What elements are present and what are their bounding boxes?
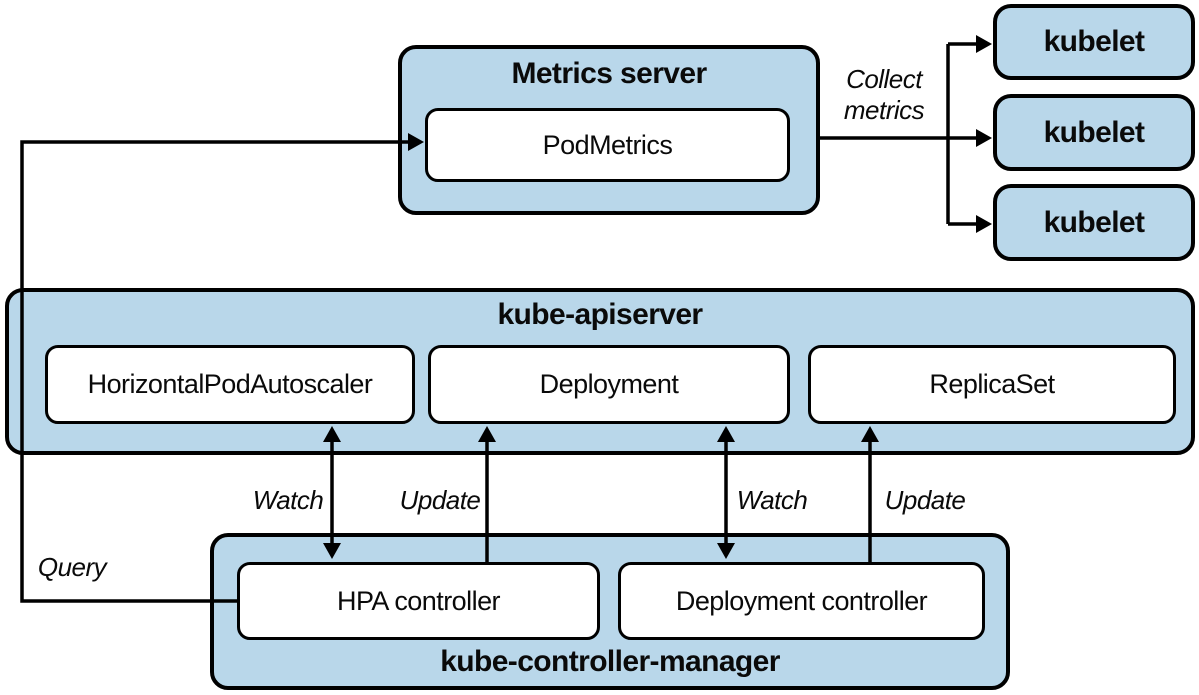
kubelet-node-1: kubelet bbox=[993, 4, 1195, 80]
deployment-box: Deployment bbox=[428, 345, 790, 424]
kubelet-label-2: kubelet bbox=[1043, 115, 1145, 149]
kube-controller-manager-node: HPA controller Deployment controller kub… bbox=[210, 533, 1010, 690]
kubelet-label-3: kubelet bbox=[1043, 205, 1145, 239]
watch-left-label: Watch bbox=[252, 485, 324, 515]
hpa-controller-label: HPA controller bbox=[336, 585, 501, 616]
update-right-label: Update bbox=[884, 485, 966, 515]
horizontalpodautoscaler-label: HorizontalPodAutoscaler bbox=[87, 369, 373, 399]
collect-metrics-label: Collect metrics bbox=[820, 64, 948, 126]
deployment-label: Deployment bbox=[539, 369, 679, 399]
metrics-server-node: Metrics server PodMetrics bbox=[398, 45, 820, 215]
collect-arrowhead-top bbox=[976, 35, 992, 53]
deployment-controller-box: Deployment controller bbox=[618, 562, 985, 640]
collect-arrowhead-middle bbox=[976, 129, 992, 147]
kubelet-label-1: kubelet bbox=[1043, 25, 1145, 58]
horizontalpodautoscaler-box: HorizontalPodAutoscaler bbox=[45, 345, 415, 424]
kube-apiserver-title: kube-apiserver bbox=[497, 298, 703, 331]
watch-right-label: Watch bbox=[736, 485, 808, 515]
replicaset-box: ReplicaSet bbox=[808, 345, 1176, 424]
podmetrics-label: PodMetrics bbox=[542, 129, 673, 160]
hpa-controller-box: HPA controller bbox=[237, 562, 600, 640]
metrics-server-title: Metrics server bbox=[511, 57, 707, 90]
collect-arrowhead-bottom bbox=[976, 215, 992, 233]
collect-metrics-label-line1: Collect bbox=[846, 64, 922, 94]
kubelet-node-3: kubelet bbox=[993, 184, 1195, 261]
kubelet-node-2: kubelet bbox=[993, 94, 1195, 171]
collect-metrics-label-line2: metrics bbox=[843, 95, 925, 125]
deployment-controller-label: Deployment controller bbox=[675, 585, 928, 616]
kube-controller-manager-title: kube-controller-manager bbox=[440, 645, 780, 678]
podmetrics-box: PodMetrics bbox=[425, 108, 790, 182]
query-label: Query bbox=[37, 552, 107, 582]
replicaset-label: ReplicaSet bbox=[929, 369, 1055, 399]
update-left-label: Update bbox=[399, 485, 481, 515]
kube-apiserver-node: kube-apiserver HorizontalPodAutoscaler D… bbox=[5, 288, 1195, 455]
